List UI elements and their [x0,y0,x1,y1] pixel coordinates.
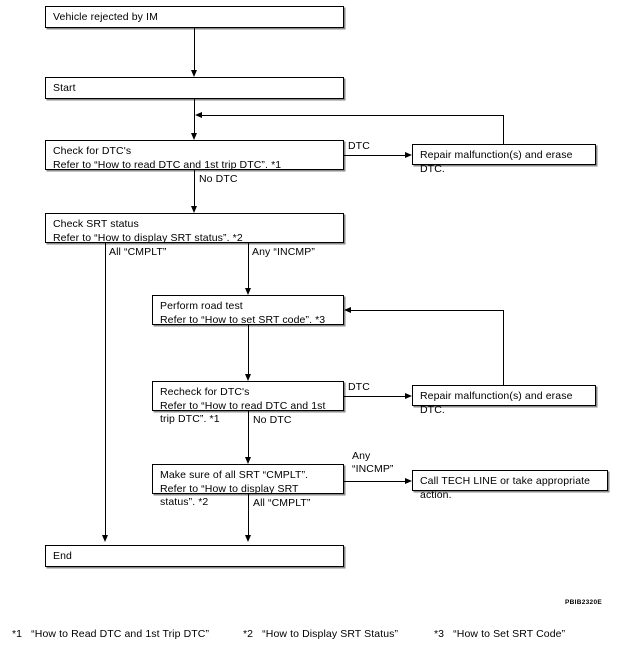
edge-all-cmplt-1-down [105,243,106,535]
arrowhead-tech-line [405,477,412,484]
arrowhead-start [190,70,197,77]
figure-code: PBIB2320E [565,599,603,606]
edge-label-any-incmp-2: Any “INCMP” [352,450,394,475]
edge-label-any-incmp-1: Any “INCMP” [252,246,315,258]
edge-make-sure-to-end [248,494,249,535]
node-end: End [45,545,344,567]
node-vehicle-rejected: Vehicle rejected by IM [45,6,344,28]
arrowhead-check-srt [190,206,197,213]
arrowhead-make-sure-srt [244,457,251,464]
arrowhead-feedback-1 [195,111,202,118]
edge-label-no-dtc-1: No DTC [199,173,238,185]
edge-start-to-check-dtc [194,99,195,133]
arrowhead-feedback-2 [344,306,351,313]
edge-check-dtc-to-check-srt [194,170,195,206]
edge-label-no-dtc-2: No DTC [253,414,292,426]
node-repair-dtc-2: Repair malfunction(s) and erase DTC. [412,385,596,416]
edge-repair2-left [351,310,504,311]
node-check-srt: Check SRT status Refer to “How to displa… [45,213,344,244]
footnote-2: *2 “How to Display SRT Status” [243,628,399,640]
arrowhead-repair1 [405,151,412,158]
arrowhead-end-right [244,535,251,542]
edge-label-all-cmplt-1: All “CMPLT” [109,246,167,258]
edge-vehicle-to-start [194,28,195,70]
arrowhead-road-test [244,288,251,295]
footnote-3: *3 “How to Set SRT Code” [434,628,566,640]
edge-label-all-cmplt-2: All “CMPLT” [253,497,311,509]
edge-repair1-left [202,115,504,116]
arrowhead-end-left [101,535,108,542]
edge-repair1-up [503,115,504,144]
edge-recheck-to-repair2 [344,396,405,397]
node-make-sure-srt: Make sure of all SRT “CMPLT”. Refer to “… [152,464,344,508]
edge-road-test-to-recheck [248,325,249,374]
edge-label-dtc-1: DTC [348,140,370,152]
node-start: Start [45,77,344,99]
node-repair-dtc-1: Repair malfunction(s) and erase DTC. [412,144,596,175]
node-recheck-dtc: Recheck for DTC's Refer to “How to read … [152,381,344,425]
edge-label-dtc-2: DTC [348,381,370,393]
node-road-test: Perform road test Refer to “How to set S… [152,295,344,326]
footnote-1: *1 “How to Read DTC and 1st Trip DTC” [12,628,210,640]
edge-check-dtc-to-repair1 [344,155,405,156]
edge-repair2-up [503,310,504,385]
edge-recheck-to-make-sure [248,411,249,457]
edge-make-sure-to-tech-line [344,481,405,482]
arrowhead-recheck-dtc [244,374,251,381]
edge-any-incmp-1-down [248,243,249,288]
arrowhead-check-dtc [190,133,197,140]
node-tech-line: Call TECH LINE or take appropriate actio… [412,470,608,501]
arrowhead-repair2 [405,392,412,399]
node-check-dtc: Check for DTC's Refer to “How to read DT… [45,140,344,171]
